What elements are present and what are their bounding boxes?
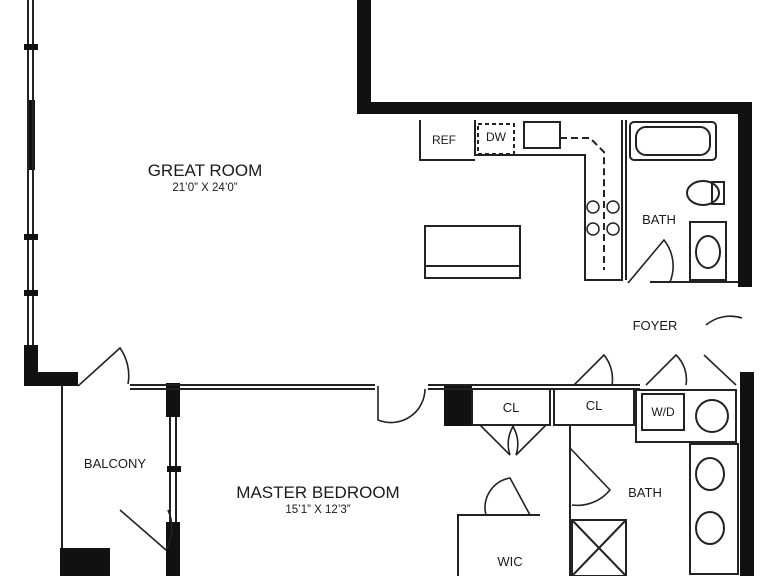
door-swings — [77, 238, 743, 552]
bath-lower-label: BATH — [628, 485, 662, 500]
wic-label: WIC — [497, 554, 522, 569]
window-markers — [24, 44, 181, 472]
foyer-label: FOYER — [633, 318, 678, 333]
great-room-dimensions: 21’0” X 24’0” — [172, 182, 237, 194]
range-burners — [586, 200, 620, 236]
interior-lines — [27, 0, 739, 576]
walls — [24, 0, 754, 576]
great-room-label: GREAT ROOM — [148, 161, 263, 180]
closet-right-label: CL — [586, 398, 603, 413]
refrigerator-label: REF — [432, 133, 456, 147]
bath-upper-label: BATH — [642, 212, 676, 227]
dishwasher-label: DW — [486, 130, 507, 144]
washer-dryer-label: W/D — [651, 405, 675, 419]
master-bedroom-label: MASTER BEDROOM — [236, 483, 399, 502]
master-bedroom-dimensions: 15’1” X 12’3” — [285, 504, 350, 516]
closet-left-label: CL — [503, 400, 520, 415]
balcony-label: BALCONY — [84, 456, 146, 471]
